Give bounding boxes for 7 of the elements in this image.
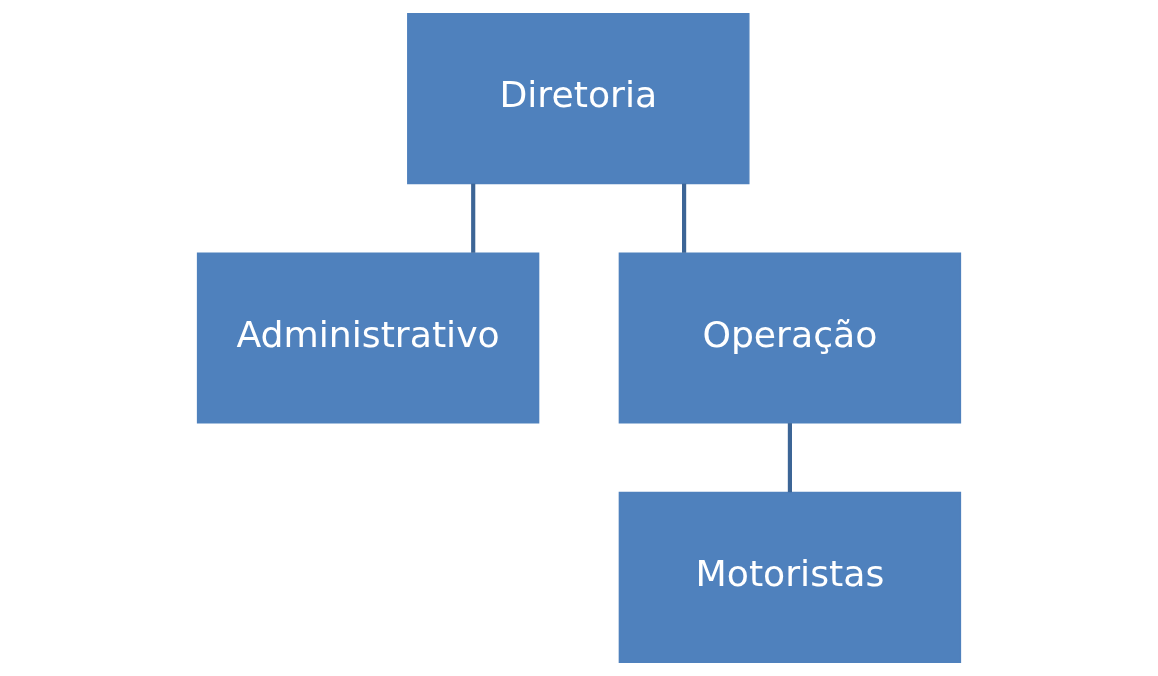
connector	[787, 423, 792, 493]
node-box: Diretoria	[407, 12, 750, 185]
connector	[471, 183, 476, 253]
node-box: Operação	[618, 252, 962, 424]
node-box: Administrativo	[196, 252, 540, 424]
connector	[682, 183, 687, 253]
node-box: Motoristas	[618, 491, 962, 664]
